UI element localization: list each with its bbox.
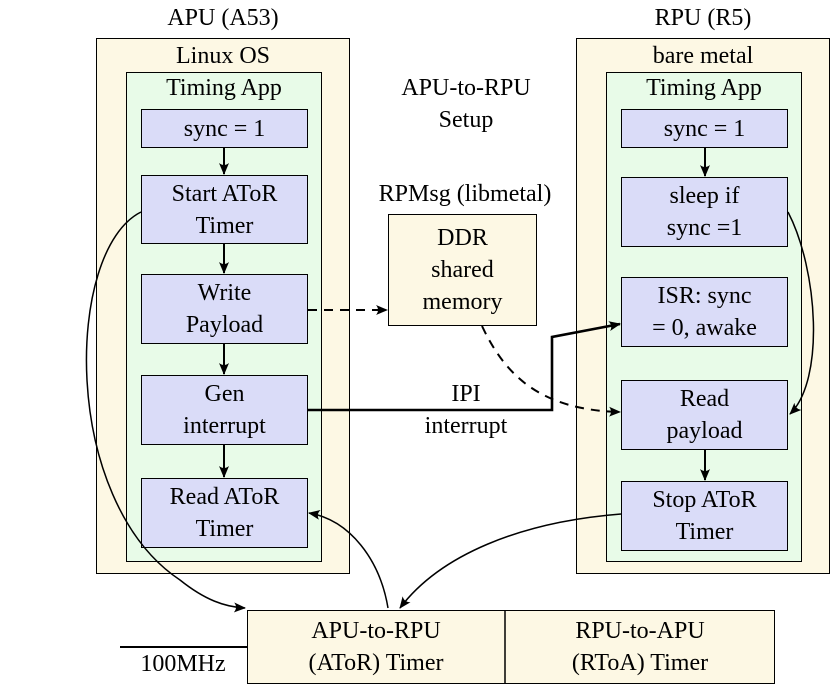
timer-block: [247, 610, 775, 684]
rpu-step-isr: ISR: sync = 0, awake: [621, 277, 788, 347]
wake-arrow: [787, 211, 815, 415]
apu-os-label: Linux OS: [175, 43, 270, 69]
setup-label: APU-to-RPU Setup: [401, 75, 531, 133]
rtoa-timer-cell: RPU-to-APU (RToA) Timer: [571, 618, 709, 676]
apu-step-read-timer: Read AToR Timer: [141, 478, 308, 548]
stop-timer-arrow: [399, 513, 622, 609]
rpu-step-sleep: sleep if sync =1: [621, 177, 788, 247]
apu-step-gen-interrupt: Gen interrupt: [141, 375, 308, 445]
ipi-interrupt-arrow: [308, 321, 621, 412]
rpu-os-label: bare metal: [652, 43, 754, 69]
apu-title: APU (A53): [167, 5, 279, 31]
rpu-step-stop-timer: Stop AToR Timer: [621, 481, 788, 551]
rpmsg-label: RPMsg (libmetal): [378, 181, 552, 207]
ipi-interrupt-label: IPI interrupt: [424, 381, 508, 439]
rpu-title: RPU (R5): [654, 5, 752, 31]
clock-label: 100MHz: [140, 651, 226, 677]
read-payload-arrow: [481, 325, 621, 417]
rpu-step-read-payload: Read payload: [621, 380, 788, 450]
apu-app-label: Timing App: [166, 75, 282, 101]
apu-step-write-payload: Write Payload: [141, 274, 308, 344]
apu-step-start-timer: Start AToR Timer: [141, 175, 308, 244]
start-timer-arrow: [85, 211, 246, 613]
shared-memory-box: DDR shared memory: [388, 214, 537, 326]
rpu-app-label: Timing App: [646, 75, 762, 101]
ator-timer-cell: APU-to-RPU (AToR) Timer: [308, 618, 444, 676]
rpu-step-sync: sync = 1: [621, 109, 788, 148]
read-timer-arrow: [308, 509, 389, 609]
apu-step-sync: sync = 1: [141, 109, 308, 148]
